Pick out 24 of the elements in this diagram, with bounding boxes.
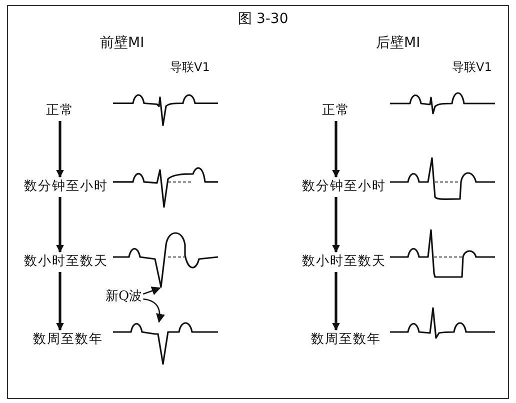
column-heading: 前壁MI xyxy=(100,35,144,51)
ecg-trace-drawing xyxy=(112,232,219,288)
stage-label: 数周至数年 xyxy=(33,332,103,348)
figure-title: 图 3-30 xyxy=(238,11,288,27)
stage-label: 数分钟至小时 xyxy=(24,179,108,195)
stage-label: 数小时至数天 xyxy=(302,254,386,270)
leader-line xyxy=(142,286,161,296)
stage-label: 正常 xyxy=(322,103,350,119)
arrow xyxy=(332,121,340,178)
stage-label: 数周至数年 xyxy=(311,332,381,348)
ecg-trace-drawing xyxy=(112,322,219,365)
arrow xyxy=(56,121,64,178)
lead-label: 导联V1 xyxy=(170,59,210,75)
arrow xyxy=(56,197,64,253)
stage-label: 正常 xyxy=(46,103,74,119)
lead-label: 导联V1 xyxy=(452,59,492,75)
stage-label: 数小时至数天 xyxy=(24,254,108,270)
annotation-label: 新Q波 xyxy=(106,289,142,305)
arrow xyxy=(332,272,340,331)
arrow xyxy=(332,197,340,253)
column-heading: 后壁MI xyxy=(376,35,420,51)
leader-line xyxy=(143,298,165,323)
stage-label: 数分钟至小时 xyxy=(302,179,386,195)
arrow xyxy=(56,272,64,331)
